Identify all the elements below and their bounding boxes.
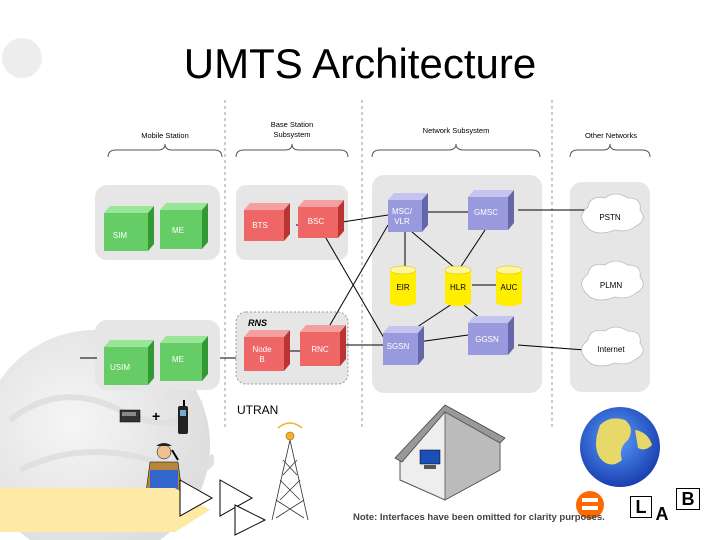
node-sgsn: SGSN <box>383 326 424 365</box>
pcmcia-card-icon <box>119 409 141 423</box>
hlr-label: HLR <box>450 283 466 292</box>
node-me-bottom: ME <box>160 336 208 381</box>
node-ggsn: GGSN <box>468 316 514 355</box>
section-label-network-subsystem: Network Subsystem <box>423 126 490 135</box>
sgsn-label: SGSN <box>387 342 410 351</box>
corner-letter-l: L <box>630 496 652 518</box>
house-with-computer-illustration <box>394 404 506 501</box>
node-usim: USIM <box>104 340 154 385</box>
node-sim: SIM <box>104 206 154 251</box>
plus-sign: + <box>152 408 160 424</box>
gmsc-label: GMSC <box>474 208 498 217</box>
cloud-internet: Internet <box>581 326 644 367</box>
ggsn-label: GGSN <box>475 335 499 344</box>
rns-label: RNS <box>248 318 267 328</box>
msc-label-line1: MSC/ <box>392 207 413 216</box>
internet-label: Internet <box>597 345 625 354</box>
slide-title: UMTS Architecture <box>183 40 537 87</box>
me-bottom-label: ME <box>172 355 184 364</box>
node-msc-vlr: MSC/ VLR <box>388 193 428 232</box>
rnc-label: RNC <box>311 345 329 354</box>
section-label-mobile-station: Mobile Station <box>141 131 189 140</box>
cloud-pstn: PSTN <box>581 193 644 234</box>
corner-letter-a: A <box>655 504 669 524</box>
bts-label: BTS <box>252 221 268 230</box>
utran-label: UTRAN <box>237 403 278 417</box>
section-label-bss-line1: Base Station <box>271 120 314 129</box>
interfaces-note: Note: Interfaces have been omitted for c… <box>353 512 605 523</box>
node-auc: AUC <box>495 265 523 306</box>
node-eir: EIR <box>389 265 417 306</box>
section-label-other-networks: Other Networks <box>585 131 637 140</box>
corner-letter-b: B <box>676 488 700 510</box>
mobile-phone-icon <box>178 400 188 434</box>
section-dividers <box>224 100 553 430</box>
eir-label: EIR <box>396 283 410 292</box>
bsc-label: BSC <box>308 217 325 226</box>
node-rnc: RNC <box>300 325 346 366</box>
me-top-label: ME <box>172 226 184 235</box>
cloud-plmn: PLMN <box>581 260 644 301</box>
node-bsc: BSC <box>298 200 344 238</box>
plmn-label: PLMN <box>600 281 622 290</box>
node-b-label-line2: B <box>259 355 264 364</box>
earth-globe-icon <box>580 407 660 487</box>
node-bts: BTS <box>244 203 290 241</box>
pstn-label: PSTN <box>599 213 621 222</box>
radio-tower-icon <box>271 422 309 521</box>
section-label-bss-line2: Subsystem <box>273 130 310 139</box>
section-brackets <box>107 143 651 158</box>
msc-label-line2: VLR <box>394 217 410 226</box>
node-node-b: Node B <box>244 330 290 371</box>
decorative-arrows <box>0 479 267 536</box>
auc-label: AUC <box>501 283 518 292</box>
node-me-top: ME <box>160 203 208 249</box>
node-hlr: HLR <box>444 265 472 306</box>
node-gmsc: GMSC <box>468 190 514 230</box>
orange-logo-icon <box>576 491 604 519</box>
usim-label: USIM <box>110 363 130 372</box>
node-b-label-line1: Node <box>252 345 272 354</box>
connection-lines <box>80 209 586 359</box>
faint-corner-logo <box>2 38 42 78</box>
sim-label: SIM <box>113 231 128 240</box>
